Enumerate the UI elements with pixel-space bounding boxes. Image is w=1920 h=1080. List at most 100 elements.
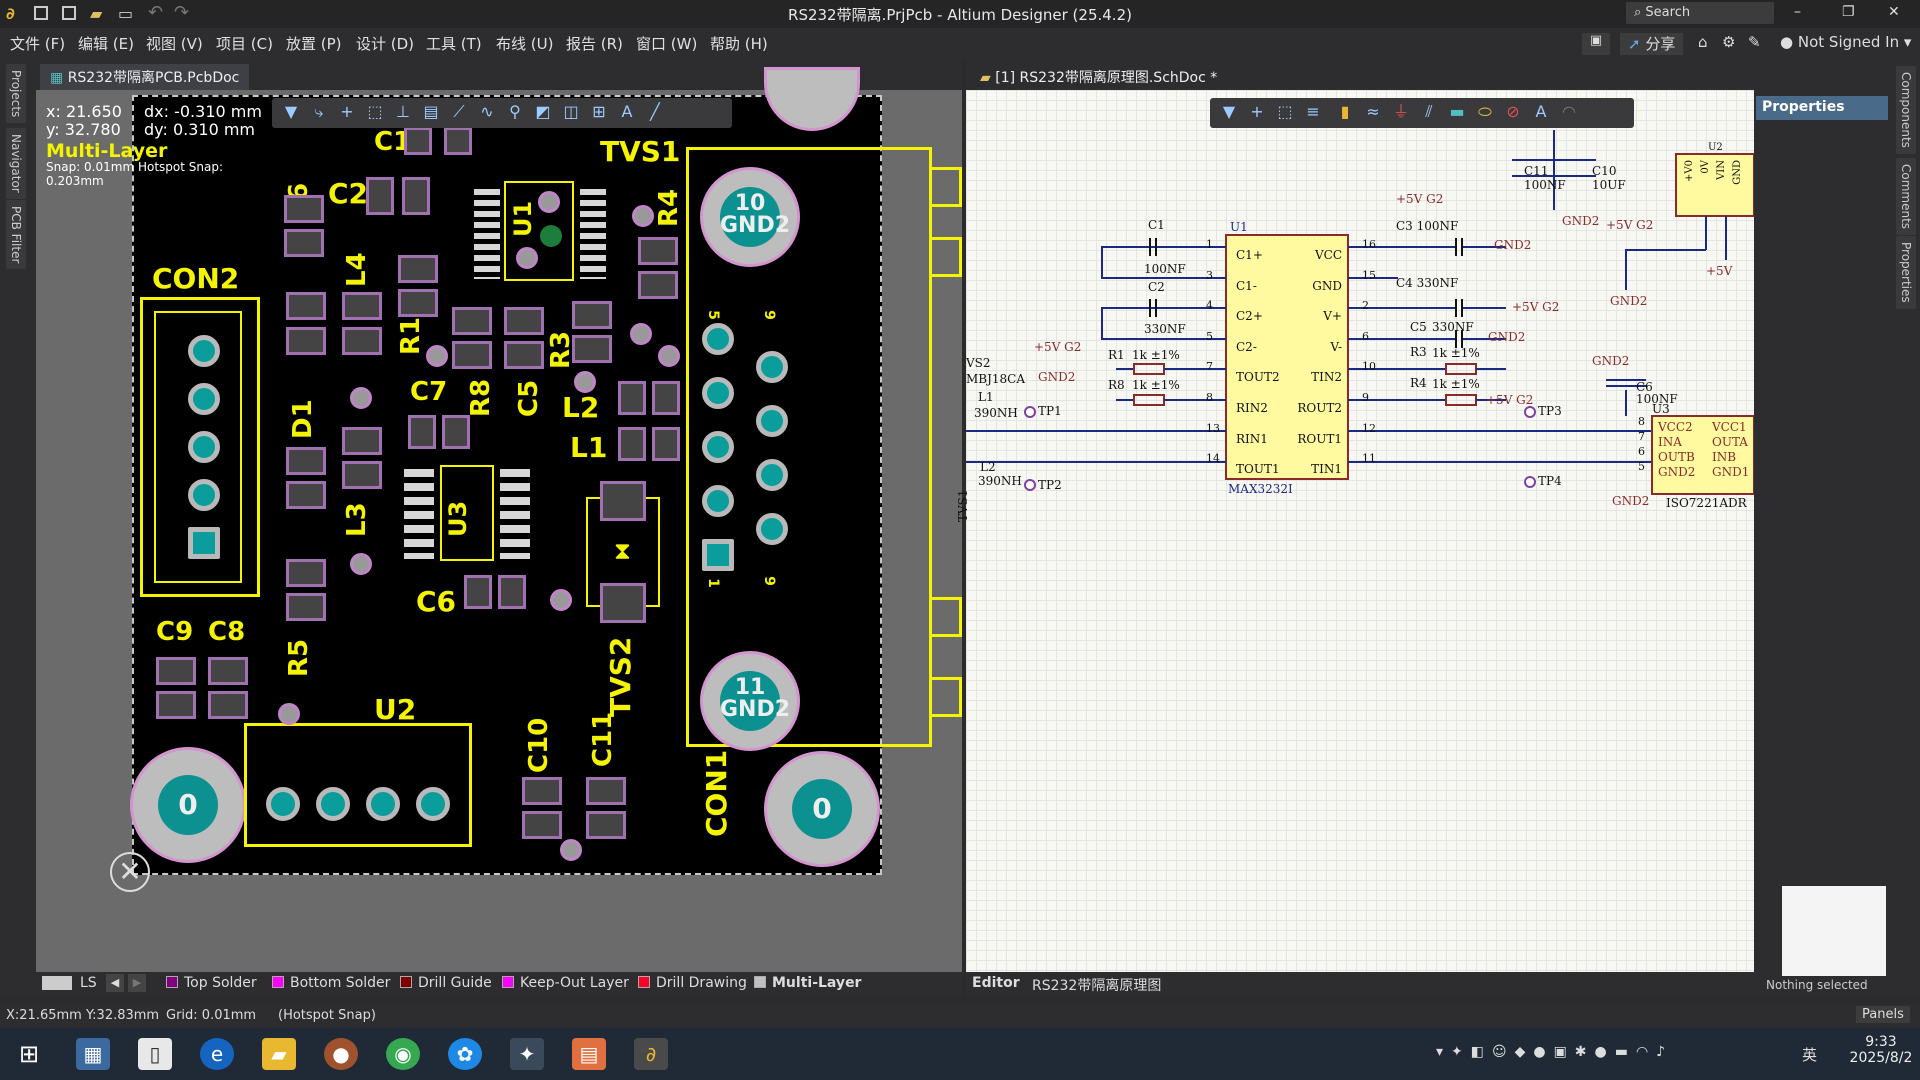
u2-pin-2[interactable]: [316, 787, 350, 821]
tab-comments[interactable]: Comments: [1896, 158, 1916, 236]
ime-indicator[interactable]: 英: [1802, 1046, 1818, 1064]
menu-route[interactable]: 布线 (U): [496, 35, 554, 53]
tab-components[interactable]: Components: [1896, 66, 1916, 154]
con2-pin-1[interactable]: [188, 335, 220, 367]
via-6[interactable]: [574, 371, 596, 393]
sch-text-icon[interactable]: A: [1535, 102, 1547, 121]
tab-pcb-filter[interactable]: PCB Filter: [6, 200, 26, 270]
r4-pad-2[interactable]: [638, 271, 678, 299]
menu-place[interactable]: 放置 (P): [286, 35, 342, 53]
l4-a-pad-2[interactable]: [286, 327, 326, 355]
system-tray[interactable]: ▾✦◧☺◆●▣✱●▬◠♪: [1436, 1044, 1674, 1060]
c6-pad-1[interactable]: [464, 575, 492, 609]
share-button[interactable]: ➚ 分享: [1620, 33, 1684, 55]
pcb-board[interactable]: C1 TVS1 R6 C2 U1 R4 CON2 L4 R1 R3 C7 R8 …: [130, 67, 962, 875]
via-9[interactable]: [278, 703, 300, 725]
con2-pin-2[interactable]: [188, 383, 220, 415]
keepout-icon[interactable]: ◫: [563, 102, 579, 121]
db9-pin-9[interactable]: [756, 351, 788, 383]
r5-pad-2[interactable]: [286, 593, 326, 621]
l4-a-pad-1[interactable]: [286, 292, 326, 320]
sch-select-icon[interactable]: ⬚: [1277, 102, 1293, 121]
l2-pad-1[interactable]: [618, 381, 646, 415]
photos-icon[interactable]: ✿: [448, 1038, 482, 1070]
tab-properties-side[interactable]: Properties: [1896, 236, 1916, 309]
clock[interactable]: 9:33 2025/8/2: [1846, 1034, 1916, 1066]
l3-pad-1[interactable]: [342, 427, 382, 455]
diff-pair-icon[interactable]: ∿: [480, 102, 494, 121]
layer-tab-drill-drawing[interactable]: Drill Drawing: [638, 975, 747, 991]
chat-icon[interactable]: ▣: [1582, 33, 1610, 55]
sch-arc-icon[interactable]: ◠: [1562, 102, 1576, 121]
c5-pad-1[interactable]: [504, 307, 544, 335]
panels-button[interactable]: Panels: [1856, 1006, 1910, 1023]
u1-via-1[interactable]: [538, 191, 560, 213]
d1-pad-2[interactable]: [286, 481, 326, 509]
l1-pad-2[interactable]: [652, 427, 680, 461]
properties-title[interactable]: Properties: [1756, 96, 1888, 120]
align-icon[interactable]: ⊥: [396, 102, 410, 121]
c7-pad-1[interactable]: [408, 415, 436, 449]
dimension-icon[interactable]: ⊞: [592, 102, 606, 121]
browser-icon[interactable]: e: [200, 1038, 234, 1070]
l2-pad-2[interactable]: [652, 381, 680, 415]
sch-wire-icon[interactable]: ≈: [1366, 102, 1380, 121]
c8-pad-1[interactable]: [208, 657, 248, 685]
line-icon[interactable]: ╱: [650, 102, 660, 121]
via-place-icon[interactable]: ⚲: [509, 102, 521, 121]
office-app-icon[interactable]: ▤: [572, 1038, 606, 1070]
r5-pad-1[interactable]: [286, 559, 326, 587]
sch-port-icon[interactable]: ⬭: [1478, 102, 1492, 121]
db9-pin-8[interactable]: [756, 405, 788, 437]
c11-pad-2[interactable]: [586, 811, 626, 839]
db9-pin-4[interactable]: [702, 377, 734, 409]
via-5[interactable]: [658, 345, 680, 367]
close-button[interactable]: ✕: [1888, 4, 1900, 20]
layer-tab-drill-guide[interactable]: Drill Guide: [400, 975, 492, 991]
u2-pin-1[interactable]: [266, 787, 300, 821]
sch-align-icon[interactable]: ≡: [1306, 102, 1320, 121]
via-1[interactable]: [632, 205, 654, 227]
save-icon[interactable]: [34, 6, 48, 20]
db9-pin-1[interactable]: [702, 539, 734, 571]
calculator-icon[interactable]: ▦: [76, 1038, 110, 1070]
u1-selected-via[interactable]: [540, 225, 562, 247]
menu-design[interactable]: 设计 (D): [356, 35, 415, 53]
via-3[interactable]: [350, 387, 372, 409]
c7-pad-2[interactable]: [442, 415, 470, 449]
restore-button[interactable]: ❐: [1842, 4, 1855, 20]
tab-projects[interactable]: Projects: [6, 64, 26, 124]
tool-app-icon[interactable]: ✦: [510, 1038, 544, 1070]
via-10[interactable]: [560, 839, 582, 861]
db9-pin-7[interactable]: [756, 459, 788, 491]
layer-tab-multi-layer[interactable]: Multi-Layer: [754, 975, 861, 991]
undo-icon[interactable]: ↶: [148, 2, 164, 23]
sch-filter-icon[interactable]: ▼: [1222, 102, 1236, 121]
db9-pin-5[interactable]: [702, 323, 734, 355]
file-explorer-icon[interactable]: ▰: [262, 1038, 296, 1070]
u2-pin-3[interactable]: [366, 787, 400, 821]
menu-edit[interactable]: 编辑 (E): [78, 35, 134, 53]
u2-pin-4[interactable]: [416, 787, 450, 821]
c2-pad-2[interactable]: [402, 177, 430, 215]
filter-icon[interactable]: ▼: [284, 102, 298, 121]
route-icon[interactable]: ⤷: [314, 102, 324, 121]
gear-icon[interactable]: ⚙: [1722, 33, 1736, 51]
via-2[interactable]: [426, 345, 448, 367]
r6-pad-2[interactable]: [284, 229, 324, 257]
save-all-icon[interactable]: [62, 6, 76, 20]
menu-project[interactable]: 项目 (C): [216, 35, 273, 53]
u1-via-2[interactable]: [516, 247, 538, 269]
db9-pin-3[interactable]: [702, 431, 734, 463]
menu-help[interactable]: 帮助 (H): [710, 35, 768, 53]
l1-pad-1[interactable]: [618, 427, 646, 461]
c8-pad-2[interactable]: [208, 691, 248, 719]
r3-pad-1[interactable]: [572, 301, 612, 329]
menu-tools[interactable]: 工具 (T): [426, 35, 482, 53]
c6-pad-2[interactable]: [498, 575, 526, 609]
bear-app-icon[interactable]: ●: [324, 1038, 358, 1070]
l3-pad-2[interactable]: [342, 461, 382, 489]
tab-sch-sheet[interactable]: RS232带隔离原理图: [1032, 978, 1162, 994]
layer-set-swatch[interactable]: [42, 976, 72, 990]
c2-pad-1[interactable]: [366, 177, 394, 215]
